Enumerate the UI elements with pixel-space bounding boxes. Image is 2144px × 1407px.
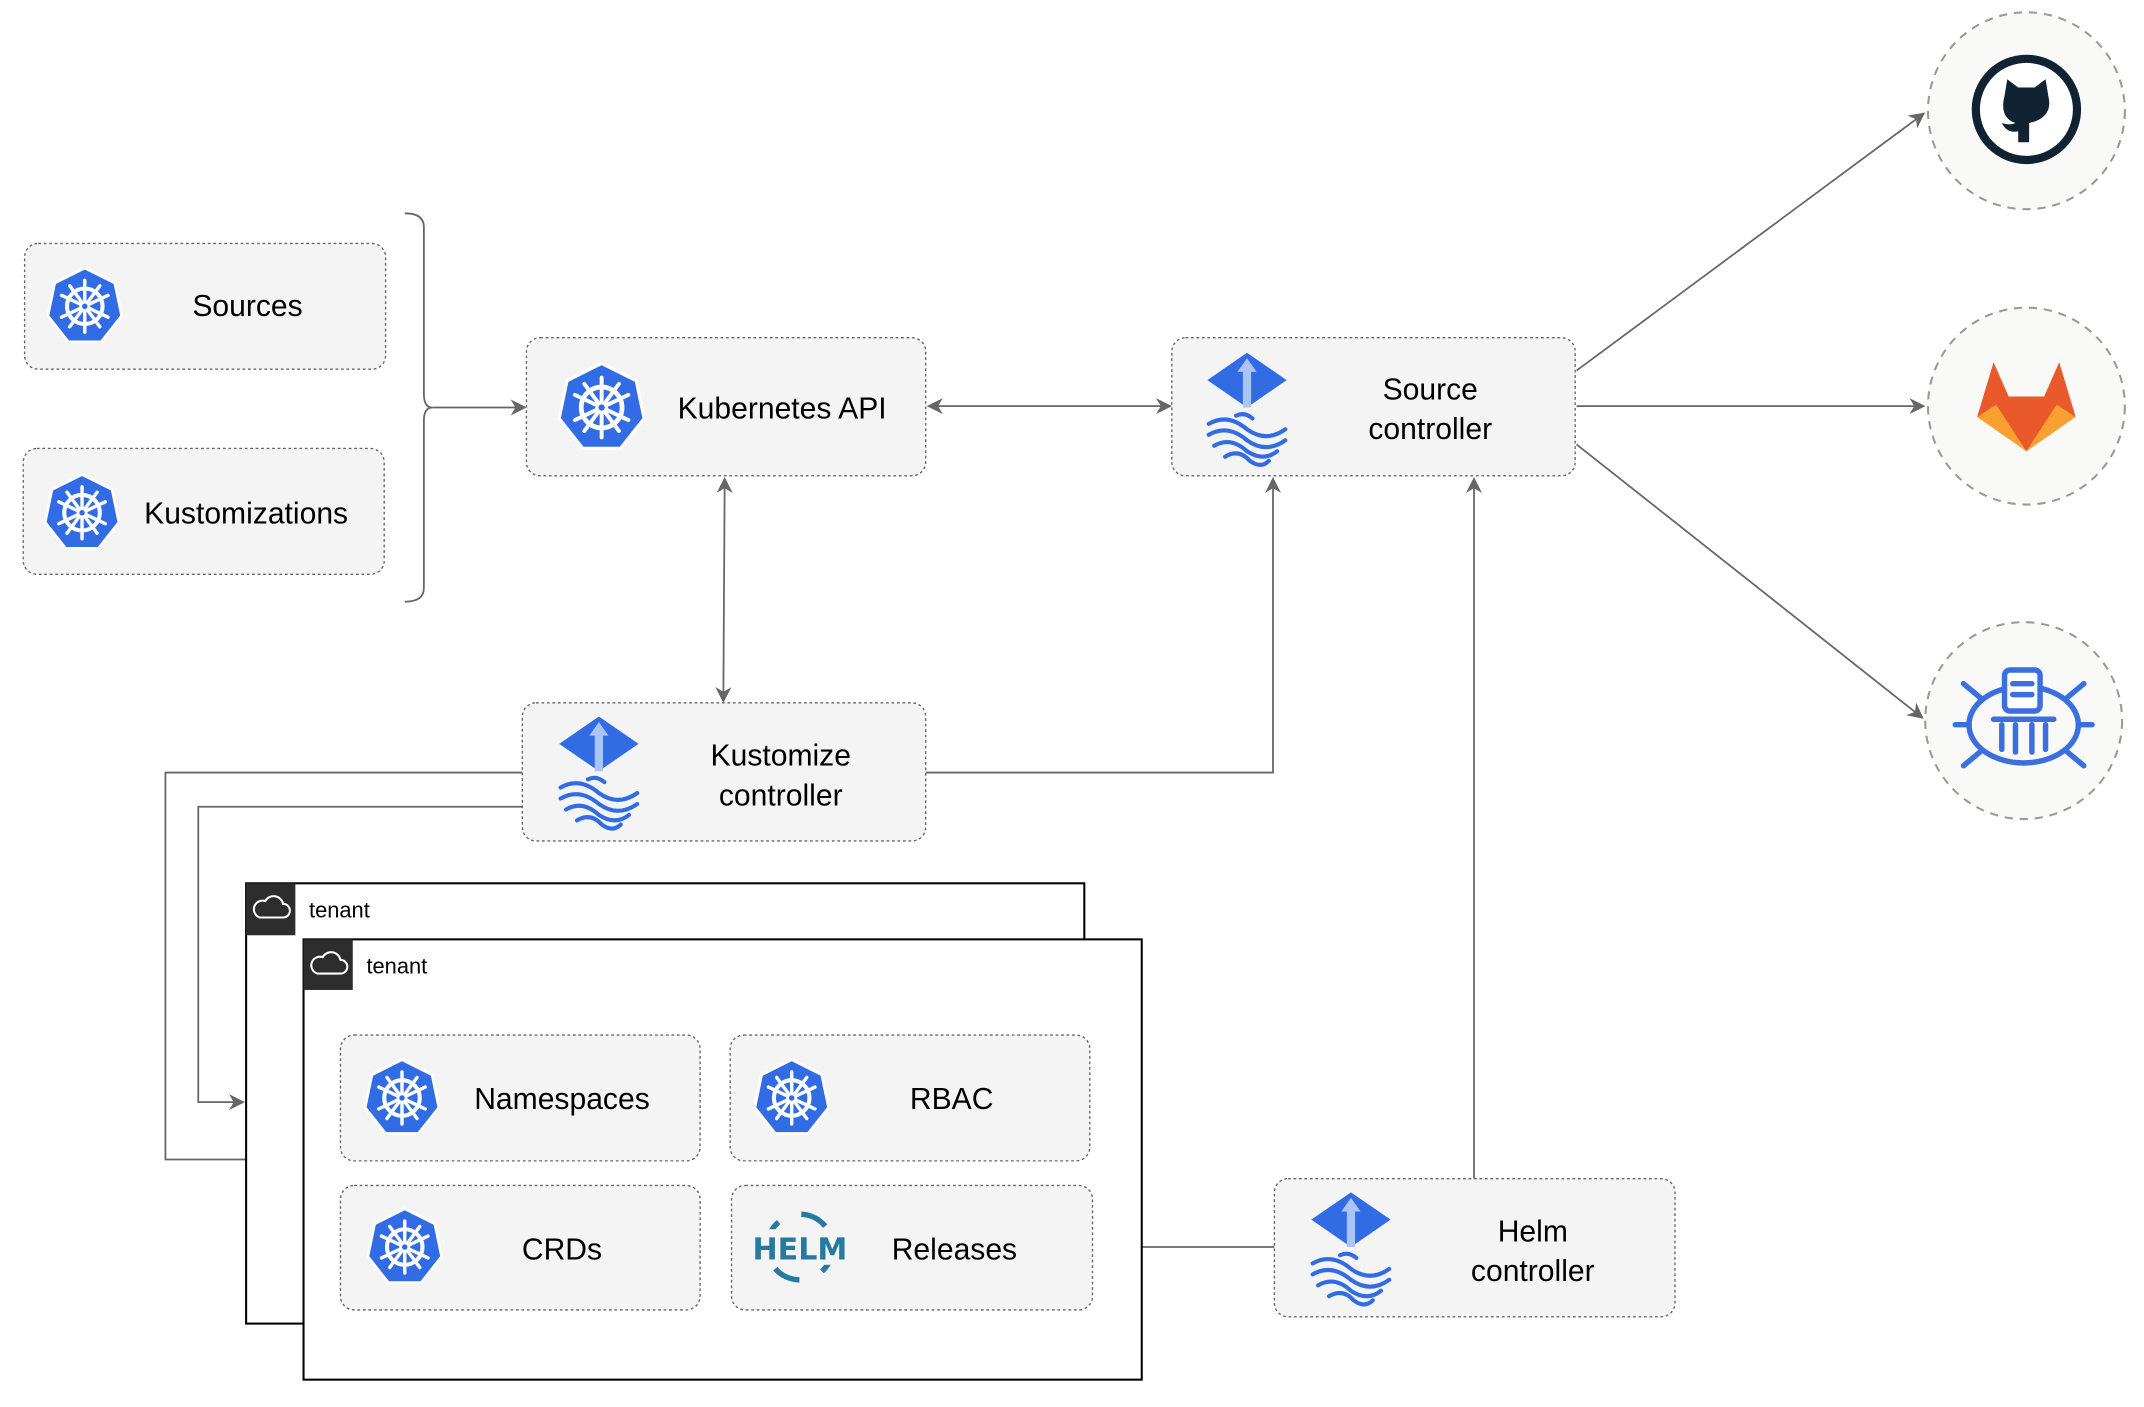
edge-kustomize-to-tenant-1 [197, 805, 523, 1111]
bucket-icon [1952, 667, 2095, 769]
edge-kustomize-to-tenant-2 [164, 771, 523, 1168]
svg-text:CRDs: CRDs [522, 1233, 602, 1266]
svg-text:controller: controller [1471, 1255, 1595, 1288]
gitlab-source[interactable] [1926, 306, 2126, 506]
svg-text:Kustomize: Kustomize [711, 740, 851, 773]
svg-text:Helm: Helm [1498, 1216, 1568, 1249]
svg-text:controller: controller [1368, 413, 1492, 446]
node-source-controller[interactable]: Source controller [1171, 337, 1576, 477]
node-helm-controller[interactable]: Helm controller [1273, 1177, 1676, 1318]
helm-icon: HELM [752, 1211, 848, 1283]
svg-text:tenant: tenant [309, 897, 370, 922]
node-sources[interactable]: Sources [23, 242, 387, 370]
svg-text:Releases: Releases [892, 1233, 1017, 1266]
svg-text:controller: controller [719, 779, 843, 812]
bucket-source[interactable] [1924, 621, 2124, 821]
edge-source-to-bucket [1575, 443, 1924, 719]
svg-text:RBAC: RBAC [910, 1083, 994, 1116]
node-namespaces[interactable]: Namespaces [339, 1034, 701, 1162]
node-crds[interactable]: CRDs [339, 1184, 701, 1311]
svg-text:Kustomizations: Kustomizations [144, 498, 348, 531]
edge-source-to-github [1576, 112, 1926, 372]
node-rbac[interactable]: RBAC [729, 1034, 1091, 1162]
svg-text:HELM: HELM [752, 1232, 847, 1267]
svg-text:Source: Source [1383, 373, 1478, 406]
svg-text:Namespaces: Namespaces [474, 1083, 650, 1116]
node-kustomize-controller[interactable]: Kustomize controller [521, 702, 927, 842]
github-source[interactable] [1926, 11, 2126, 211]
edge-kustomize-to-source [925, 476, 1281, 774]
brace [404, 212, 433, 603]
gitlab-icon [1977, 362, 2076, 452]
node-kustomizations[interactable]: Kustomizations [22, 447, 385, 575]
node-kubernetes-api[interactable]: Kubernetes API [525, 337, 927, 477]
node-releases[interactable]: HELM Releases [730, 1184, 1094, 1311]
svg-text:tenant: tenant [366, 954, 427, 979]
svg-text:Kubernetes API: Kubernetes API [678, 392, 887, 425]
edge-api-kustomize-controller [715, 476, 733, 704]
github-icon [1971, 54, 2082, 165]
svg-text:Sources: Sources [192, 290, 302, 323]
